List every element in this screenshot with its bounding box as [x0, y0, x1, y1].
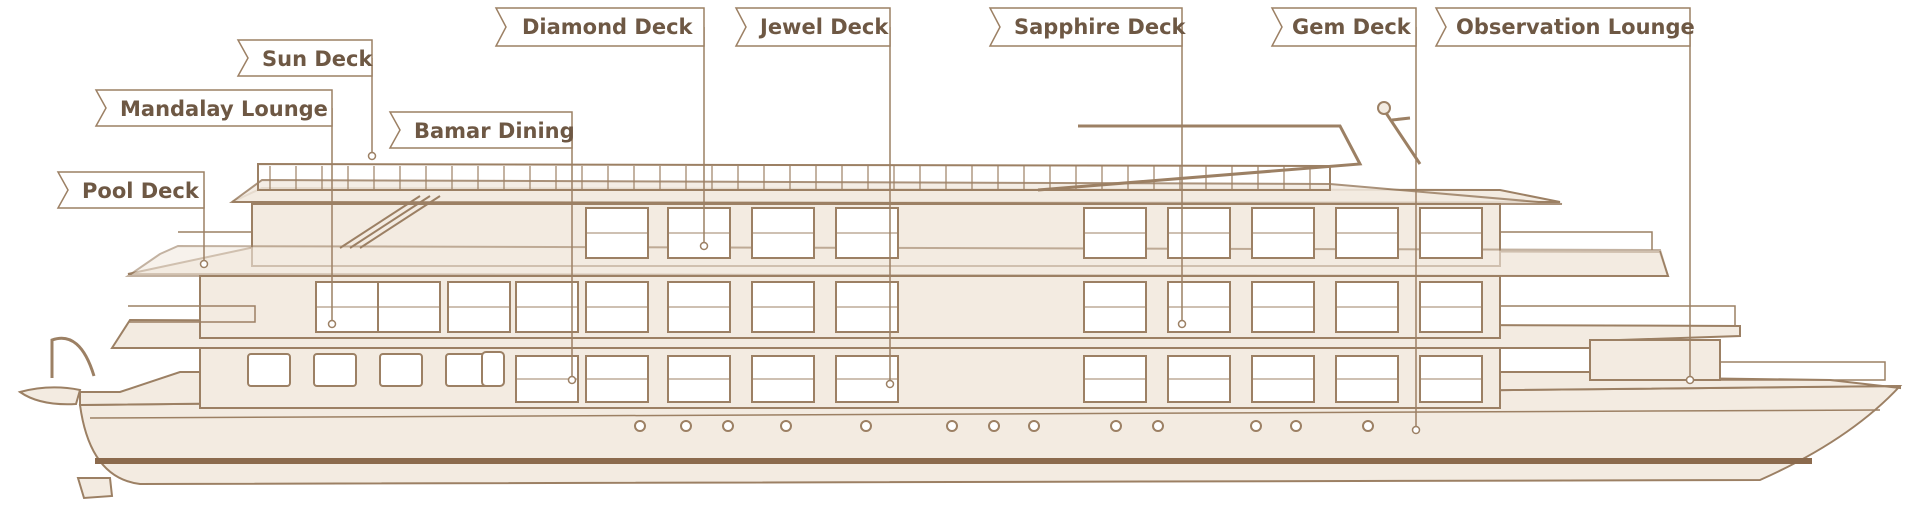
leader-point	[327, 319, 337, 329]
middle-deck-rail-fore	[1500, 305, 1736, 326]
sun-deck-rail-posts	[269, 166, 1311, 190]
label-bamar-dining-tab	[388, 111, 573, 149]
porthole	[634, 420, 646, 432]
leader-point	[1411, 425, 1421, 435]
middle-deck-rail-aft	[128, 305, 256, 323]
label-mandalay-lounge-text: Mandalay Lounge	[120, 97, 328, 121]
label-jewel-deck: Jewel Deck	[734, 7, 891, 47]
tender-boat	[17, 386, 82, 406]
label-sun-deck: Sun Deck	[236, 39, 373, 77]
stairway	[339, 195, 441, 249]
leader-point	[1177, 319, 1187, 329]
rudder	[76, 477, 114, 500]
label-observation-lounge-text: Observation Lounge	[1456, 15, 1695, 39]
main-deck-windows	[247, 351, 1483, 403]
label-diamond-deck-tab	[494, 7, 705, 47]
deck-labels: Pool Deck Mandalay Lounge Sun Deck Bamar…	[56, 7, 1695, 209]
sun-deck-level	[228, 101, 1563, 249]
aft-window	[247, 353, 291, 387]
label-gem-deck-text: Gem Deck	[1292, 15, 1412, 39]
porthole	[1152, 420, 1164, 432]
porthole	[780, 420, 792, 432]
porthole	[1290, 420, 1302, 432]
label-diamond-deck: Diamond Deck	[494, 7, 705, 47]
leader-point	[567, 375, 577, 385]
label-mandalay-lounge: Mandalay Lounge	[94, 89, 333, 127]
forward-deck-rail	[1720, 361, 1886, 381]
label-diamond-deck-text: Diamond Deck	[522, 15, 694, 39]
label-jewel-deck-text: Jewel Deck	[758, 15, 889, 39]
leader-point	[885, 379, 895, 389]
observation-lounge-block	[1589, 339, 1721, 381]
leader-point	[367, 151, 377, 161]
davit	[50, 336, 96, 378]
label-observation-lounge: Observation Lounge	[1434, 7, 1695, 47]
aft-window	[379, 353, 423, 387]
aft-window	[313, 353, 357, 387]
porthole	[680, 420, 692, 432]
porthole	[988, 420, 1000, 432]
label-sapphire-deck-tab	[988, 7, 1183, 47]
label-pool-deck: Pool Deck	[56, 171, 205, 209]
upper-deck	[124, 186, 1670, 277]
label-sapphire-deck: Sapphire Deck	[988, 7, 1187, 47]
leader-point	[1685, 375, 1695, 385]
label-gem-deck-tab	[1270, 7, 1417, 47]
label-jewel-deck-tab	[734, 7, 891, 47]
upper-deck-rail-aft	[178, 231, 253, 250]
porthole	[1028, 420, 1040, 432]
label-bamar-dining-text: Bamar Dining	[414, 119, 575, 143]
leader-lines	[199, 27, 1695, 435]
label-observation-lounge-tab	[1434, 7, 1691, 47]
label-sapphire-deck-text: Sapphire Deck	[1014, 15, 1187, 39]
leader-point	[699, 241, 709, 251]
upper-deck-windows	[585, 207, 1483, 259]
porthole	[860, 420, 872, 432]
label-mandalay-lounge-tab	[94, 89, 333, 127]
portholes	[634, 420, 1374, 432]
sun-deck-rail	[257, 162, 1331, 191]
porthole	[722, 420, 734, 432]
leader-point	[199, 259, 209, 269]
stern-gear	[17, 336, 114, 500]
porthole	[1362, 420, 1374, 432]
mast-light	[1377, 101, 1391, 115]
label-bamar-dining: Bamar Dining	[388, 111, 575, 149]
label-gem-deck: Gem Deck	[1270, 7, 1417, 47]
porthole	[946, 420, 958, 432]
middle-deck-windows	[315, 281, 1483, 333]
label-pool-deck-text: Pool Deck	[82, 179, 200, 203]
porthole	[1250, 420, 1262, 432]
sun-deck-pavilion	[1037, 124, 1363, 192]
label-sun-deck-tab	[236, 39, 373, 77]
upper-deck-rail-fore	[1500, 231, 1653, 250]
label-sun-deck-text: Sun Deck	[262, 47, 373, 71]
hull-line	[89, 409, 1881, 419]
label-pool-deck-tab	[56, 171, 205, 209]
aft-window	[481, 351, 505, 387]
porthole	[1110, 420, 1122, 432]
